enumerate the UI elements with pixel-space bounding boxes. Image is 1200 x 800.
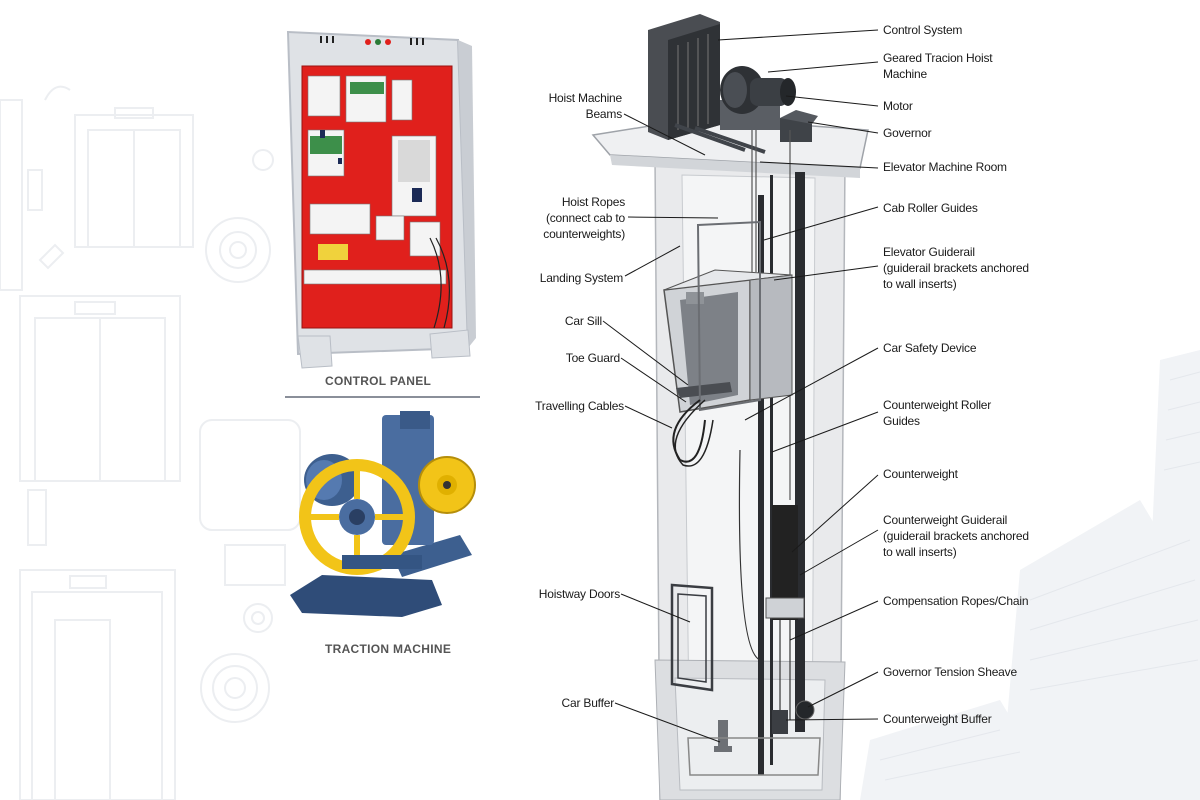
compensation-ropes: [738, 449, 791, 720]
label-geared-hoist-1: Geared Tracion Hoist: [883, 51, 993, 65]
hoistway-door-frame: [670, 583, 714, 692]
hoist-machine: [720, 66, 796, 130]
hoistway-shaft: [654, 157, 846, 800]
label-cw-roller-1: Counterweight Roller: [883, 398, 992, 412]
counterweight-block: [765, 505, 805, 620]
label-counterweight: Counterweight: [883, 467, 958, 481]
elevator-car: [663, 269, 793, 413]
governor-tension-sheave: [795, 700, 815, 720]
pit-floor: [687, 737, 821, 776]
car-frame: [696, 220, 761, 412]
label-machine-room: Elevator Machine Room: [883, 160, 1007, 174]
section-divider: [285, 396, 480, 398]
label-toe-guard: Toe Guard: [565, 351, 620, 365]
traction-machine-caption: TRACTION MACHINE: [325, 642, 452, 656]
label-car-buffer: Car Buffer: [561, 696, 615, 710]
guiderails: [758, 172, 805, 775]
label-car-sill: Car Sill: [564, 314, 602, 328]
control-system-cabinet: [648, 14, 720, 140]
leader-lines-left: [602, 113, 721, 743]
leader-lines-right: [717, 29, 879, 721]
label-hoistway-doors: Hoistway Doors: [538, 587, 620, 601]
label-cw-guiderail-3: to wall inserts): [883, 545, 957, 559]
control-panel-illustration: [286, 30, 476, 369]
label-compensation: Compensation Ropes/Chain: [883, 594, 1029, 608]
label-cab-roller-guides: Cab Roller Guides: [883, 201, 978, 215]
label-hoist-ropes-2: (connect cab to: [545, 211, 625, 225]
label-travelling-cables: Travelling Cables: [535, 399, 624, 413]
control-panel-caption: CONTROL PANEL: [325, 374, 432, 388]
label-geared-hoist-2: Machine: [883, 67, 927, 81]
hoist-beams: [674, 123, 766, 154]
label-cw-guiderail-1: Counterweight Guiderail: [883, 513, 1008, 527]
label-guiderail-2: (guiderail brackets anchored: [883, 261, 1029, 275]
governor-unit: [780, 110, 818, 142]
label-cw-guiderail-2: (guiderail brackets anchored: [883, 529, 1029, 543]
label-cw-roller-2: Guides: [883, 414, 920, 428]
label-cw-buffer: Counterweight Buffer: [883, 712, 992, 726]
car-buffer: [714, 720, 732, 752]
bg-building-silhouette: [860, 350, 1200, 800]
label-hoist-beams-2: Beams: [585, 107, 623, 121]
label-hoist-ropes-1: Hoist Ropes: [561, 195, 625, 209]
label-motor: Motor: [883, 99, 913, 113]
label-landing-system: Landing System: [539, 271, 623, 285]
traction-machine-illustration: [290, 411, 476, 617]
cw-buffer: [772, 710, 788, 734]
label-hoist-ropes-3: counterweights): [543, 227, 625, 241]
label-guiderail-3: to wall inserts): [883, 277, 957, 291]
label-control-system: Control System: [883, 23, 963, 37]
label-guiderail-1: Elevator Guiderail: [883, 245, 975, 259]
label-car-safety-device: Car Safety Device: [883, 341, 977, 355]
bg-elevator-door-sketch-3: [19, 569, 176, 800]
label-hoist-beams-1: Hoist Machine: [548, 91, 623, 105]
label-governor: Governor: [883, 126, 932, 140]
label-governor-tension: Governor Tension Sheave: [883, 665, 1017, 679]
